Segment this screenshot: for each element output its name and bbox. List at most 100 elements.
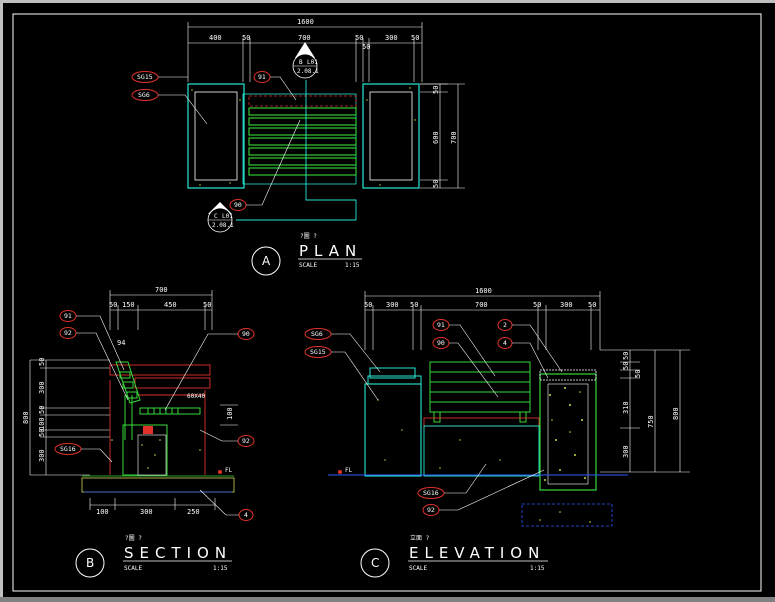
elevation-tag-90[interactable]: 90 [432,337,499,398]
plan-dim-total: 1600 [297,18,314,26]
plan-dim-50b: 50 [355,34,363,42]
section-marker-c[interactable]: C L01 2.08.1 [207,202,234,233]
svg-text:50: 50 [622,352,630,360]
section-tag-4[interactable]: 4 [199,489,254,521]
svg-text:50: 50 [634,370,642,378]
elevation-title-block: C 立面 ? ELEVATION SCALE 1:15 [360,534,548,578]
svg-text:90: 90 [242,330,250,338]
section-tag-90[interactable]: 90 [164,328,255,411]
elevation-tag-sg6[interactable]: SG6 [304,328,381,373]
svg-text:300: 300 [140,508,153,516]
section-title-block: B ?圖 ? SECTION SCALE 1:15 [75,535,232,578]
svg-text:450: 450 [164,301,177,309]
plan-title-block: A ?圖 ? PLAN SCALE 1:15 [251,233,362,276]
svg-text:50: 50 [38,429,46,437]
plan-dim-50c: 50 [362,43,370,51]
svg-text:SG16: SG16 [423,489,439,497]
svg-text:250: 250 [187,508,200,516]
plan-tag-sg6[interactable]: SG6 [131,89,208,125]
elevation-fl: FL [345,467,353,474]
svg-text:700: 700 [475,301,488,309]
section-tag-sg16[interactable]: SG16 [54,443,113,463]
plan-left-pier [187,83,245,189]
svg-text:SCALE: SCALE [124,565,142,572]
svg-text:90: 90 [437,339,445,347]
svg-text:1:15: 1:15 [213,565,228,572]
section-foundation [81,477,235,493]
plan-title: PLAN [299,242,362,260]
section-view: 700 50 150 450 50 50 300 50 100 50 30 [22,286,255,578]
svg-text:50: 50 [38,358,46,366]
svg-text:1:15: 1:15 [530,565,545,572]
svg-text:92: 92 [64,329,72,337]
elevation-right-pier-section [539,373,597,491]
section-tag-91[interactable]: 91 [59,310,125,371]
svg-text:100: 100 [226,407,234,420]
viewport-bezel-left [0,0,3,602]
elevation-letter: C [371,556,379,570]
plan-tag-90[interactable]: 90 [229,119,301,211]
plan-dim-r600: 600 [432,131,440,144]
svg-text:800: 800 [672,407,680,420]
svg-text:4: 4 [503,339,507,347]
plan-dim-r50a: 50 [432,86,440,94]
svg-text:50: 50 [109,301,117,309]
elevation-tag-92[interactable]: 92 [422,469,545,516]
elevation-tag-91[interactable]: 91 [432,319,496,377]
svg-text:100: 100 [38,417,46,430]
svg-text:SCALE: SCALE [409,565,427,572]
svg-text:90: 90 [234,201,242,209]
section-backrest [115,361,201,440]
section-angle: 94 [117,339,125,347]
elevation-footing [521,503,613,527]
svg-text:92: 92 [427,506,435,514]
svg-text:50: 50 [410,301,418,309]
plan-tag-sg15[interactable]: SG15 [131,71,188,83]
svg-text:50: 50 [588,301,596,309]
svg-text:91: 91 [258,73,266,81]
svg-text:SG15: SG15 [137,73,153,81]
svg-text:SCALE: SCALE [299,262,317,269]
svg-text:SG6: SG6 [311,330,323,338]
elevation-tag-sg15[interactable]: SG15 [304,346,379,401]
svg-text:750: 750 [647,415,655,428]
elevation-tag-sg16[interactable]: SG16 [417,463,487,499]
svg-text:300: 300 [38,449,46,462]
svg-text:4: 4 [244,511,248,519]
svg-text:91: 91 [64,312,72,320]
elevation-bench [429,361,531,423]
svg-text:?圖 ?: ?圖 ? [300,233,317,240]
svg-text:SG6: SG6 [138,91,150,99]
plan-dim-400: 400 [209,34,222,42]
plan-dim-50d: 50 [411,34,419,42]
plan-slats [248,107,357,176]
section-tag-92[interactable]: 92 [59,327,129,401]
svg-text:C: C [214,213,218,220]
svg-text:立面 ?: 立面 ? [410,534,430,542]
svg-text:310: 310 [622,401,630,414]
svg-text:2.08.1: 2.08.1 [212,222,234,229]
elevation-tag-2[interactable]: 2 [497,319,563,373]
viewport-bezel-top [0,0,775,3]
elevation-title: ELEVATION [409,544,545,562]
plan-tag-91[interactable]: 91 [253,71,297,101]
section-title: SECTION [124,544,232,562]
svg-text:50: 50 [38,406,46,414]
elevation-view: 1600 50 300 50 700 50 300 50 50 50 50 [304,287,690,578]
plan-letter: A [262,254,271,268]
section-marker-b[interactable]: B L01 2.08.1 [292,42,319,79]
elevation-tag-4[interactable]: 4 [497,337,549,379]
svg-text:300: 300 [560,301,573,309]
svg-text:300: 300 [38,381,46,394]
svg-text:2.08.1: 2.08.1 [297,68,319,75]
svg-text:700: 700 [155,286,168,294]
plan-right-pier [362,83,420,189]
svg-text:50: 50 [622,362,630,370]
viewport-bezel-bottom [0,597,775,602]
plan-dim-300: 300 [385,34,398,42]
section-tag-92b[interactable]: 92 [199,429,255,447]
section-letter: B [86,556,94,570]
plan-dim-50a: 50 [242,34,250,42]
section-fl: FL [225,467,233,474]
